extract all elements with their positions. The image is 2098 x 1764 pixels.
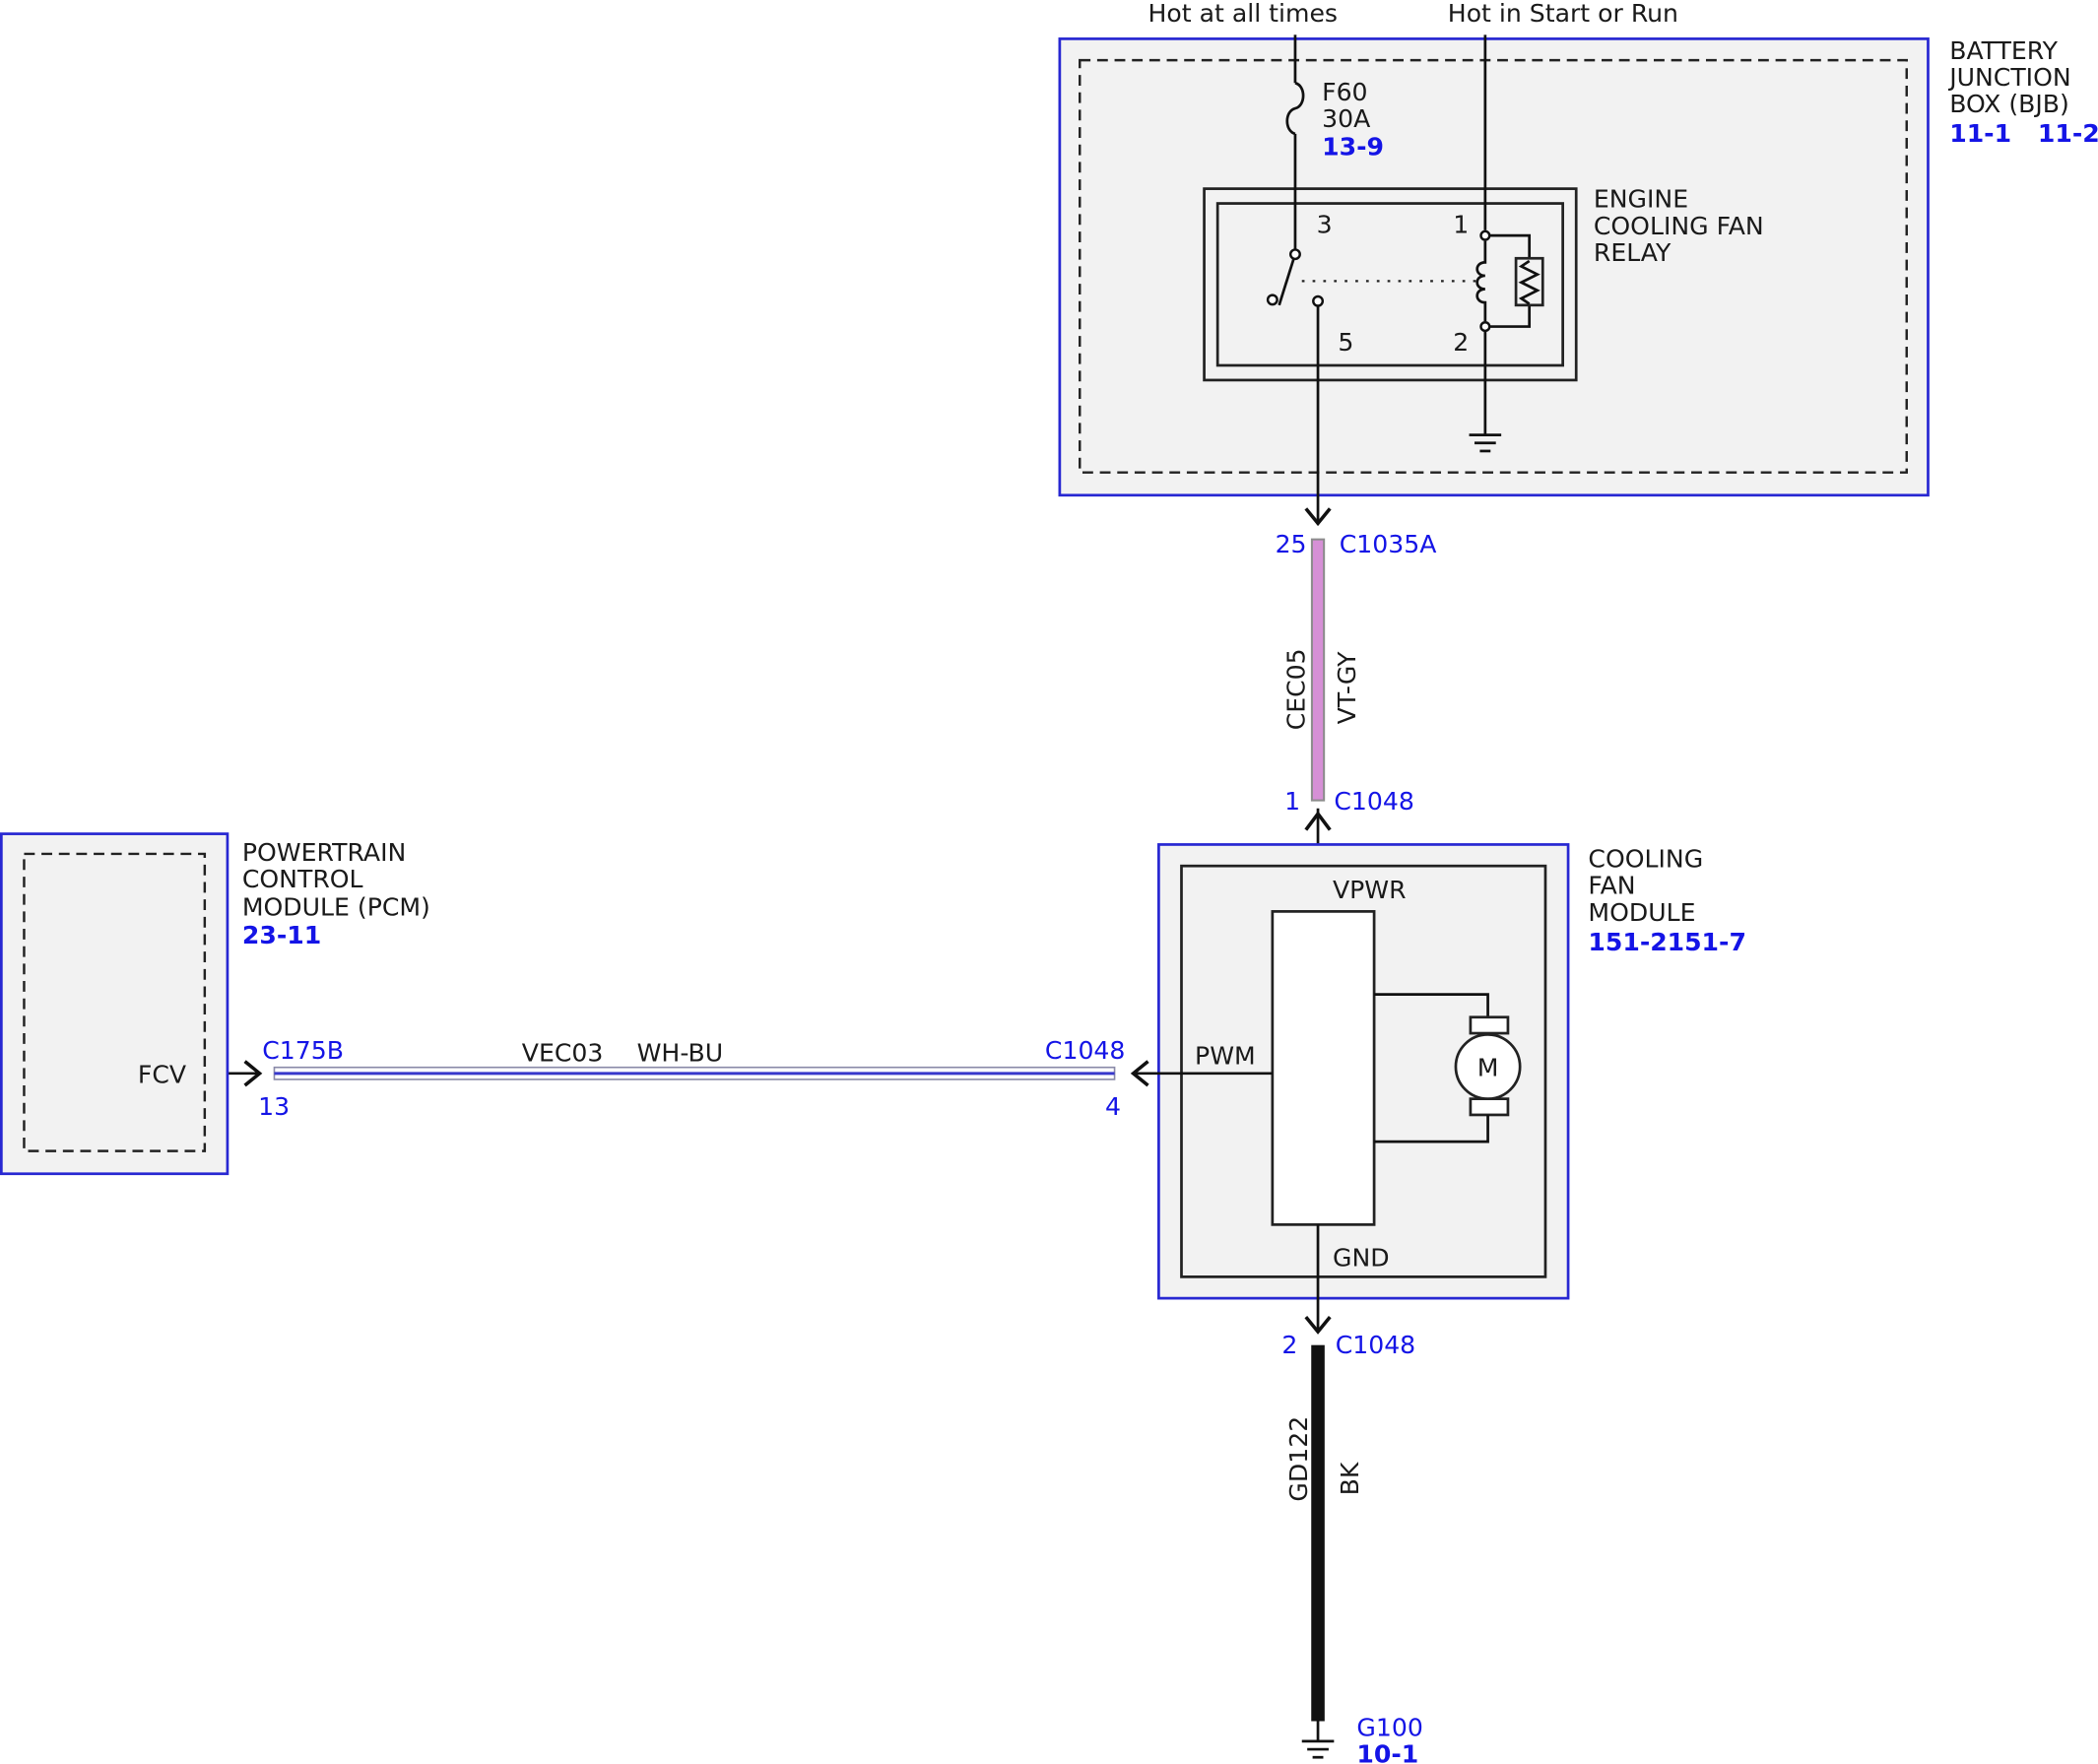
ground-g100-page-ref-link[interactable]: 10-1 [1356, 1740, 1418, 1764]
fan-module-inner-box [1180, 864, 1547, 1278]
relay-inner-box [1215, 202, 1564, 367]
motor-feed-line [1374, 993, 1489, 1017]
connector-c1048-ground-name-label[interactable]: C1048 [1336, 1331, 1415, 1359]
wire-gd122 [1311, 1344, 1325, 1722]
cooling-fan-module: M VPWR PWM GND [1134, 843, 1570, 1331]
connector-c1048-pin4-label: 4 [1105, 1092, 1121, 1121]
relay-pin-label-1: 1 [1453, 210, 1469, 238]
connector-c1035a-pin-label: 25 [1276, 530, 1307, 558]
fuse-rating-label: 30A [1322, 104, 1370, 133]
pcm-name-line-3: MODULE (PCM) [242, 892, 430, 921]
fan-module-page-ref-link-1[interactable]: 151-2 [1588, 928, 1667, 956]
pcm-inner-dashed-box [23, 852, 207, 1152]
fan-module-pwm-label: PWM [1195, 1041, 1256, 1070]
connector-c175b-name-label[interactable]: C175B [262, 1036, 344, 1065]
bjb-name-line-1: BATTERY [1949, 36, 2058, 65]
bjb-page-ref-link-1[interactable]: 11-1 [1949, 119, 2011, 148]
fan-module-vpwr-label: VPWR [1333, 876, 1407, 904]
powertrain-control-module: FCV [0, 832, 229, 1176]
connector-c1035a-name-label[interactable]: C1035A [1340, 530, 1437, 558]
relay-suppression-resistor [1514, 256, 1544, 307]
connector-c1048-power-name-label[interactable]: C1048 [1334, 787, 1413, 816]
wire-gd122-color-label: BK [1336, 1462, 1364, 1495]
pcm-page-ref-link[interactable]: 23-11 [242, 921, 321, 949]
fan-module-name-line-3: MODULE [1588, 898, 1695, 927]
relay-pin2-terminal [1479, 320, 1491, 333]
bjb-inner-dashed-box [1079, 58, 1908, 474]
supply-hot-in-start-or-run-label: Hot in Start or Run [1448, 0, 1678, 28]
bjb-name-line-2: JUNCTION [1947, 63, 2070, 92]
relay-pin1-terminal [1479, 229, 1491, 241]
bjb-name-line-3: BOX (BJB) [1949, 90, 2069, 118]
fan-module-page-ref-link-2[interactable]: 151-7 [1668, 928, 1746, 956]
wire-cec05-circuit-label: CEC05 [1281, 648, 1310, 730]
relay-pin3-contact [1288, 248, 1301, 261]
relay-pin-label-5: 5 [1338, 328, 1353, 357]
relay-outer-box [1203, 187, 1578, 382]
connector-c1048-pin1-label: 1 [1284, 787, 1300, 816]
connector-c1048-pin4-chevron [1130, 1060, 1149, 1087]
relay-switch-blade [1278, 257, 1295, 306]
wire-cec05-color-label: VT-GY [1333, 651, 1361, 724]
pcm-name-line-1: POWERTRAIN [242, 838, 406, 867]
connector-c1048-pin2-label: 2 [1281, 1331, 1297, 1359]
motor-label: M [1477, 1054, 1499, 1082]
fan-module-controller-block [1271, 910, 1376, 1226]
fuse-symbol [1285, 81, 1305, 136]
motor-brush-top [1469, 1015, 1510, 1035]
relay-switch-blade-tip [1266, 294, 1278, 306]
ground-g100-name-label[interactable]: G100 [1356, 1713, 1422, 1741]
relay-pin-label-2: 2 [1453, 328, 1469, 357]
connector-c1035a-chevron [1304, 507, 1332, 527]
fuse-page-ref-link[interactable]: 13-9 [1322, 133, 1384, 162]
relay-name-line-2: COOLING FAN [1594, 212, 1764, 240]
wire-vec03-circuit-label: VEC03 [522, 1039, 604, 1068]
wire-gd122-circuit-label: GD122 [1284, 1416, 1313, 1502]
fan-module-name-line-1: COOLING [1588, 845, 1703, 874]
relay-name-line-1: ENGINE [1594, 185, 1688, 214]
relay-pin-label-3: 3 [1317, 210, 1333, 238]
pcm-fcv-pin-label: FCV [138, 1060, 186, 1088]
battery-junction-box: F60 30A 13-9 ENGINE COOLING FAN RELAY 3 … [1058, 34, 1930, 525]
pcm-outer-box [0, 832, 229, 1176]
connector-c175b-pin-label: 13 [258, 1092, 290, 1121]
wire-vec03-color-label: WH-BU [637, 1039, 724, 1068]
motor-return-line [1374, 1114, 1489, 1143]
relay-name-line-3: RELAY [1594, 238, 1672, 267]
pcm-name-line-2: CONTROL [242, 865, 363, 893]
connector-c1048-pin2-chevron [1304, 1316, 1332, 1335]
relay-resistor-zigzag [1518, 259, 1541, 305]
motor-icon [1454, 1033, 1522, 1100]
connector-c1048-signal-name-label[interactable]: C1048 [1045, 1036, 1125, 1065]
bjb-outer-box [1058, 37, 1930, 497]
fuse-id-label: F60 [1322, 78, 1367, 106]
relay-suppression-resistor-leads [1488, 233, 1532, 328]
relay-coil-symbol [1475, 240, 1487, 322]
supply-hot-at-all-times-label: Hot at all times [1148, 0, 1339, 28]
bjb-ground-icon [1469, 433, 1502, 453]
relay-pin5-contact [1312, 294, 1325, 307]
wire-cec05 [1310, 538, 1326, 802]
ground-g100-icon [1301, 1739, 1335, 1759]
bjb-page-ref-link-2[interactable]: 11-2 [2038, 119, 2098, 148]
motor-brush-bottom [1469, 1097, 1510, 1117]
fan-module-name-line-2: FAN [1588, 872, 1635, 900]
fan-module-gnd-label: GND [1333, 1243, 1390, 1272]
